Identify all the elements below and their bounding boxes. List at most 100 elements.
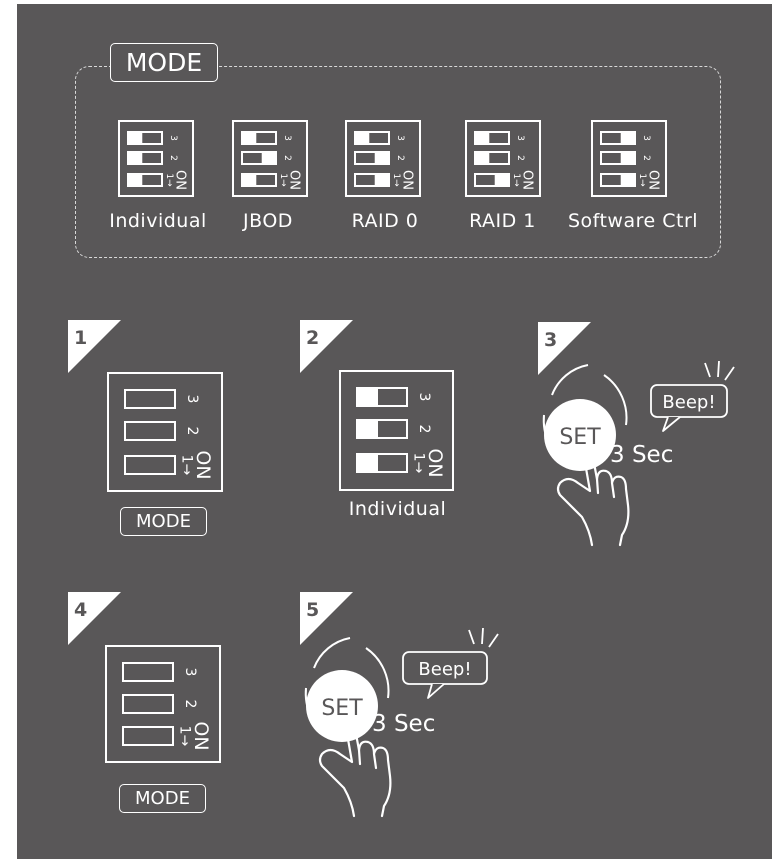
dip-switch-1 — [122, 726, 174, 746]
step-3-beep-label: Beep! — [662, 392, 715, 413]
dip-switch-number: 2 — [416, 425, 432, 434]
dip-switch-number: 3 — [168, 135, 178, 141]
mode-label-jbod: JBOD — [243, 210, 293, 232]
dip-switch-frame — [339, 370, 454, 491]
dip-switch-frame — [591, 120, 667, 197]
dip-switch-knob — [261, 152, 276, 164]
step-1-mode-label: MODE — [120, 507, 207, 536]
dip-switch-frame — [345, 120, 421, 197]
dip-switch-frame — [105, 645, 221, 763]
dip-switch-number: 2 — [182, 700, 198, 709]
dip-switch-number: 3 — [282, 135, 292, 141]
dip-switch-number: 1→ — [410, 453, 426, 474]
dip-switch-knob — [357, 454, 378, 472]
dip-switch-knob — [357, 420, 378, 438]
dip-switch-2 — [124, 421, 176, 441]
dip-on-label: ON — [520, 170, 535, 190]
instruction-panel — [17, 4, 772, 859]
dip-switch-knob — [374, 174, 389, 186]
dip-switch-knob — [620, 174, 635, 186]
dip-switch-knob — [128, 152, 143, 164]
dip-switch-knob — [357, 388, 378, 406]
set-button[interactable] — [544, 399, 616, 471]
set-button-label: SET — [559, 425, 601, 450]
dip-switch-number: 3 — [395, 135, 405, 141]
mode-label-individual: Individual — [109, 210, 207, 232]
mode-label-raid1: RAID 1 — [469, 210, 536, 232]
dip-switch-knob — [475, 132, 490, 144]
step-5-badge: 5 — [300, 592, 353, 645]
dip-switch-number: 2 — [168, 155, 178, 161]
mode-label-software-ctrl: Software Ctrl — [567, 210, 699, 232]
beep-bubble — [402, 651, 488, 685]
set-button[interactable] — [306, 670, 378, 742]
dip-on-label: ON — [287, 170, 302, 190]
step-4-mode-label: MODE — [119, 784, 206, 813]
dip-switch-number: 3 — [182, 668, 198, 677]
step-2-badge: 2 — [300, 320, 353, 373]
dip-switch-knob — [128, 174, 143, 186]
mode-label-raid0: RAID 0 — [351, 210, 419, 232]
dip-switch-knob — [620, 132, 635, 144]
svg-text:1: 1 — [74, 327, 87, 349]
step-3-badge: 3 — [538, 322, 591, 375]
dip-switch-knob — [128, 132, 143, 144]
svg-text:3: 3 — [544, 329, 557, 351]
dip-switch-frame — [232, 120, 308, 197]
step-4-badge: 4 — [68, 592, 121, 645]
dip-switch-number: 2 — [641, 155, 651, 161]
set-button-label: SET — [321, 696, 363, 721]
dip-switch-knob — [374, 152, 389, 164]
dip-on-label: ON — [173, 170, 188, 190]
step-1-badge: 1 — [68, 320, 121, 373]
dip-switch-number: 1→ — [164, 173, 174, 187]
dip-on-label: ON — [190, 721, 212, 750]
dip-switch-number: 1→ — [178, 455, 194, 476]
step-2-individual-label: Individual — [348, 498, 447, 520]
dip-on-label: ON — [192, 450, 214, 479]
step-5-press-set-illustration: SET 3 Sec Beep! — [304, 628, 499, 818]
dip-switch-frame — [465, 120, 541, 197]
dip-switch-number: 3 — [416, 393, 432, 402]
step-3-duration: 3 Sec — [610, 442, 673, 468]
dip-switch-number: 2 — [395, 155, 405, 161]
svg-text:4: 4 — [74, 599, 87, 621]
dip-switch-knob — [494, 174, 509, 186]
step-5-duration: 3 Sec — [372, 711, 435, 737]
dip-switch-2 — [122, 694, 174, 714]
dip-switch-number: 3 — [184, 395, 200, 404]
dip-switch-3 — [122, 662, 174, 682]
dip-switch-number: 2 — [184, 427, 200, 436]
dip-switch-number: 1→ — [637, 173, 647, 187]
step-3-press-set-illustration: SET 3 Sec Beep! — [542, 360, 735, 547]
dip-switch-number: 3 — [515, 135, 525, 141]
dip-switch-knob — [620, 152, 635, 164]
svg-text:5: 5 — [306, 599, 319, 621]
dip-switch-knob — [475, 152, 490, 164]
mode-legend-title: MODE — [110, 43, 218, 82]
dip-switch-number: 1→ — [278, 173, 288, 187]
dip-switch-1 — [124, 455, 176, 475]
dip-switch-knob — [242, 174, 257, 186]
dip-switch-knob — [242, 132, 257, 144]
mode-legend-frame — [75, 66, 721, 258]
beep-bubble — [650, 384, 728, 418]
dip-switch-knob — [355, 132, 370, 144]
dip-switch-number: 1→ — [176, 726, 192, 747]
step-5-beep-label: Beep! — [418, 659, 471, 680]
dip-switch-number: 1→ — [391, 173, 401, 187]
dip-switch-number: 2 — [282, 155, 292, 161]
svg-text:2: 2 — [306, 327, 319, 349]
dip-switch-number: 2 — [515, 155, 525, 161]
dip-on-label: ON — [400, 170, 415, 190]
dip-switch-number: 1→ — [511, 173, 521, 187]
dip-switch-number: 3 — [641, 135, 651, 141]
dip-switch-3 — [124, 389, 176, 409]
